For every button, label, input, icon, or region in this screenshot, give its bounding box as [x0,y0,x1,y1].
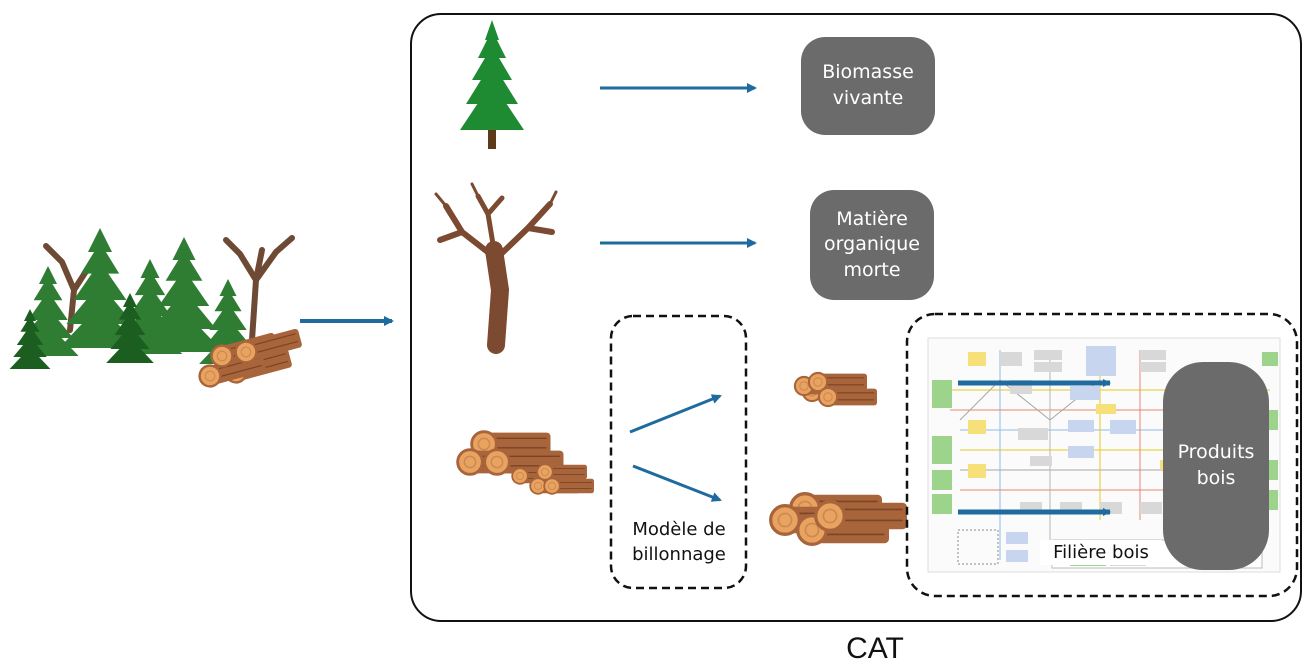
pool-dead-organic-matter: Matière organique morte [810,190,934,300]
conifer-tree-icon [460,20,524,149]
pool-living-biomass: Biomasse vivante [801,37,935,135]
dead-tree-icon [434,182,558,354]
bucking-model-label: Modèle de billonnage [632,519,726,566]
large-logs-icon [769,492,909,546]
bucking-model-box [609,314,748,590]
arrow-to-large-logs [632,464,722,502]
small-logs-icon [793,371,879,408]
log-pile-icon [456,430,595,495]
wood-sector-box [905,312,1299,598]
pool-wood-products: Produits bois [1163,362,1269,570]
cat-label: CAT [846,632,904,665]
wood-sector-label: Filière bois [1040,540,1162,566]
forest-stand-icon [9,228,304,390]
cat-container [410,13,1302,622]
arrow-to-small-logs [629,394,722,434]
